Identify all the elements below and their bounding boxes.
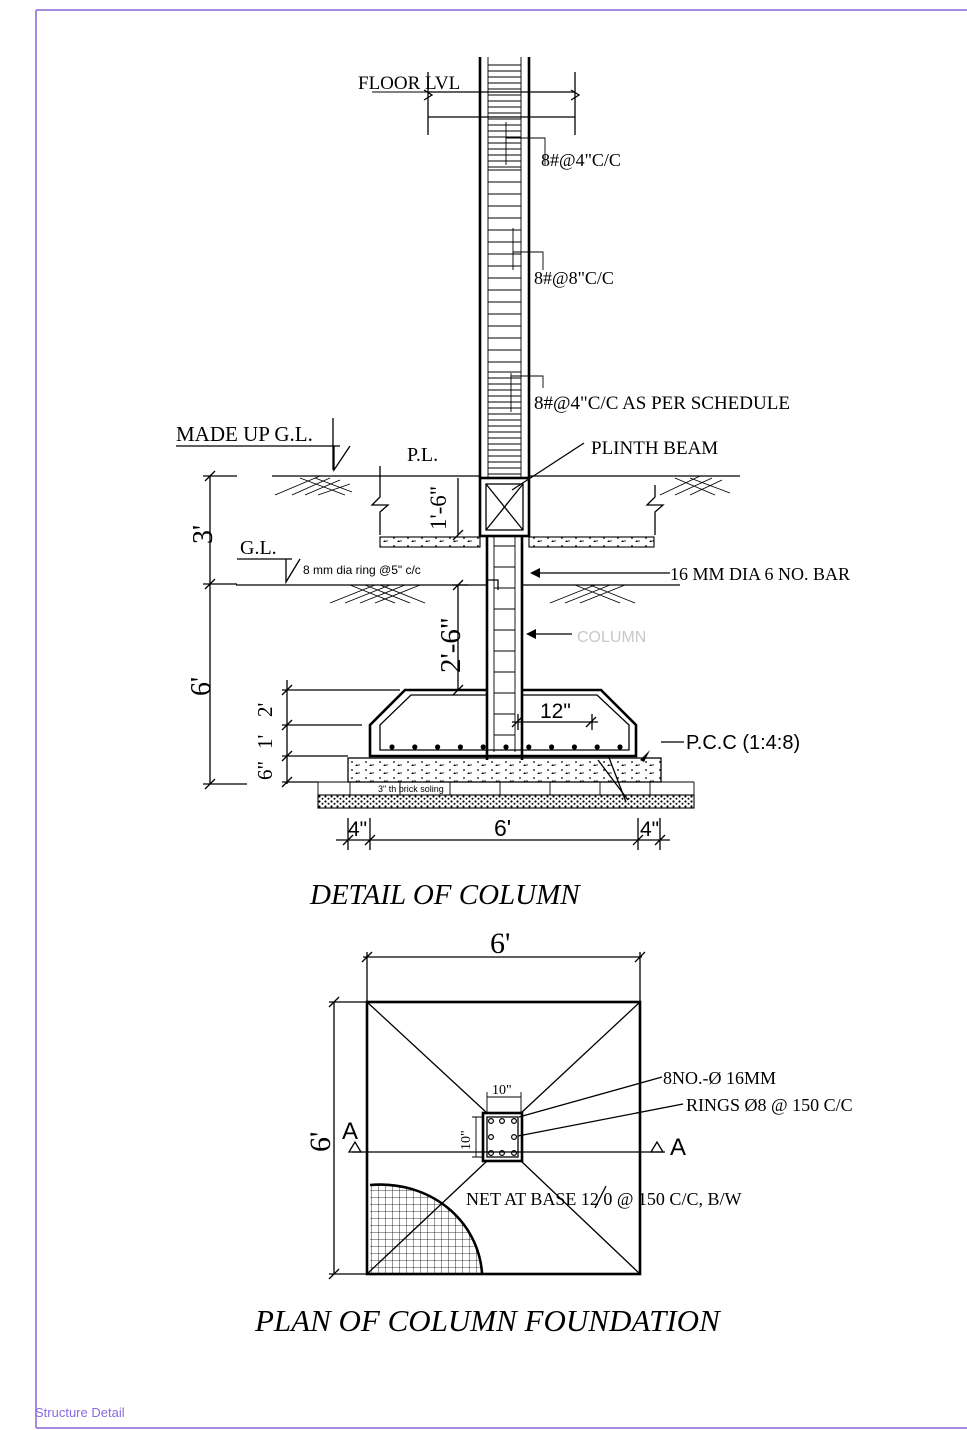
column-depth-dim: 10" <box>459 1130 474 1150</box>
elevation-title: DETAIL OF COLUMN <box>309 879 581 911</box>
main-bars-label: 16 MM DIA 6 NO. BAR <box>670 564 850 584</box>
column-ties-lower <box>494 545 515 736</box>
rebar-dot <box>526 744 532 750</box>
dim-footing-width: 6' <box>494 815 511 841</box>
made-up-gl-label: MADE UP G.L. <box>176 422 313 446</box>
rebar-dot <box>389 744 395 750</box>
footer-label: Structure Detail <box>35 1405 125 1420</box>
dim-footing-slope: 2' <box>253 703 277 717</box>
plan-bar <box>499 1149 506 1156</box>
rebar-dot <box>503 744 509 750</box>
rebar-dot <box>571 744 578 750</box>
plinth-level-label: P.L. <box>407 444 438 466</box>
section-marker-left: A <box>342 1118 358 1145</box>
column-width-dim: 10" <box>492 1083 512 1098</box>
dim-footing-base: 1' <box>253 735 277 749</box>
rebar-dot <box>594 744 600 750</box>
rebar-dot <box>549 744 555 750</box>
bars-label: 8NO.-Ø 16MM <box>663 1068 776 1088</box>
plan-bar <box>499 1117 506 1124</box>
tie-middle-label: 8#@8"C/C <box>534 268 614 288</box>
rebar-dot <box>412 744 418 750</box>
ground-level-label: G.L. <box>240 537 277 559</box>
dim-left-projection: 4" <box>348 818 367 841</box>
dim-height-upper: 3' <box>188 525 219 544</box>
plan-bar <box>488 1133 495 1140</box>
foundation-plan: 6' 6' 10" 10" 8NO.-Ø 16MM RINGS Ø8 @ 150… <box>254 927 853 1338</box>
rebar-dot <box>480 744 486 750</box>
base-net-label: NET AT BASE 12 0 @ 150 C/C, B/W <box>466 1189 741 1209</box>
floor-level-label: FLOOR LVL <box>358 73 460 94</box>
pcc-label: P.C.C (1:4:8) <box>686 732 800 754</box>
column-ties <box>488 64 521 475</box>
tie-top-label: 8#@4"C/C <box>541 150 621 170</box>
column-label: COLUMN <box>577 629 646 646</box>
plan-bar <box>488 1117 495 1124</box>
column-elevation: FLOOR LVL 8#@4"C/C 8#@8"C/C 8#@4"C/C AS … <box>176 57 850 911</box>
rebar-dot <box>457 744 463 750</box>
dim-right-projection: 4" <box>640 818 659 841</box>
rebar-dot <box>435 744 441 750</box>
plan-bar <box>511 1149 518 1156</box>
plan-title: PLAN OF COLUMN FOUNDATION <box>254 1303 722 1338</box>
sheet-border <box>35 9 967 1429</box>
dim-column-below-gl: 2'-6" <box>435 617 467 673</box>
plan-width-dim: 6' <box>490 927 510 960</box>
plan-bar <box>511 1133 518 1140</box>
brick-soling-label: 3" th brick soling <box>378 784 444 794</box>
plan-bar <box>511 1117 518 1124</box>
dim-height-lower: 6' <box>186 677 217 696</box>
plan-depth-dim: 6' <box>304 1132 337 1152</box>
section-marker-right: A <box>670 1134 686 1161</box>
dim-pcc-depth: 6" <box>253 761 277 780</box>
rebar-dot <box>617 744 623 750</box>
plinth-beam-label: PLINTH BEAM <box>591 438 718 459</box>
rings-label: RINGS Ø8 @ 150 C/C <box>686 1095 853 1115</box>
dim-plinth-beam-depth: 1'-6" <box>426 486 451 530</box>
dim-column-offset: 12" <box>540 700 571 723</box>
ring-note-label: 8 mm dia ring @5" c/c <box>303 563 421 577</box>
tie-bottom-label: 8#@4"C/C AS PER SCHEDULE <box>534 393 790 414</box>
plan-bar <box>488 1149 495 1156</box>
